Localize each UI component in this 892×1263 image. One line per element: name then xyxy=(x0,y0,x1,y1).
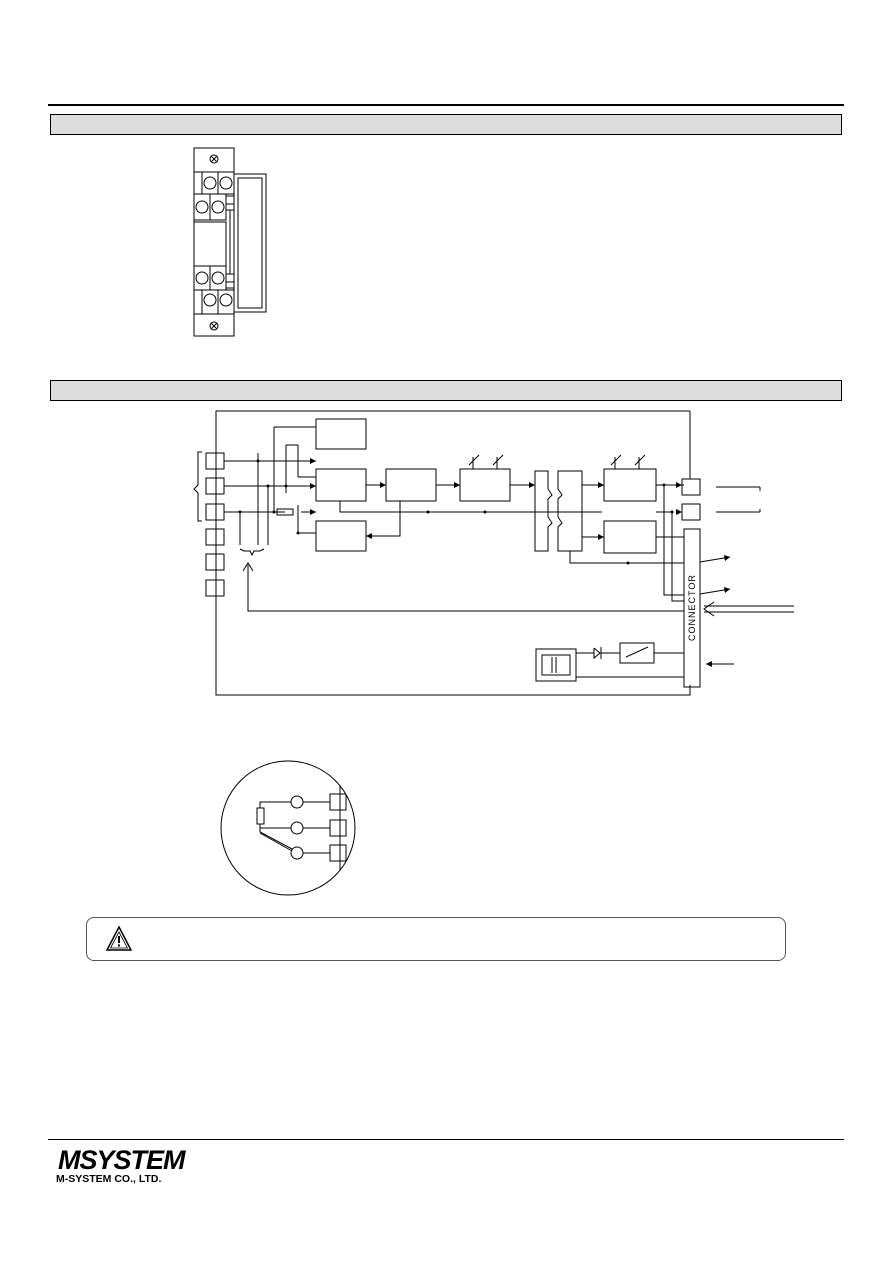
connector-label: CONNECTOR xyxy=(687,574,697,641)
company-name: M-SYSTEM CO., LTD. xyxy=(56,1173,162,1185)
header-rule xyxy=(48,104,844,106)
warning-triangle-icon xyxy=(105,925,133,951)
footer-rule xyxy=(48,1139,844,1140)
block-diagram: CONNECTOR xyxy=(193,410,794,696)
warning-box xyxy=(86,917,786,961)
sensor-connection-detail xyxy=(220,760,356,896)
brand-logo: MSYSTEM xyxy=(58,1145,186,1175)
section-bar-block-diagram xyxy=(50,380,842,401)
front-view-drawing xyxy=(193,147,267,337)
section-bar-terminal-assignments xyxy=(50,114,842,135)
